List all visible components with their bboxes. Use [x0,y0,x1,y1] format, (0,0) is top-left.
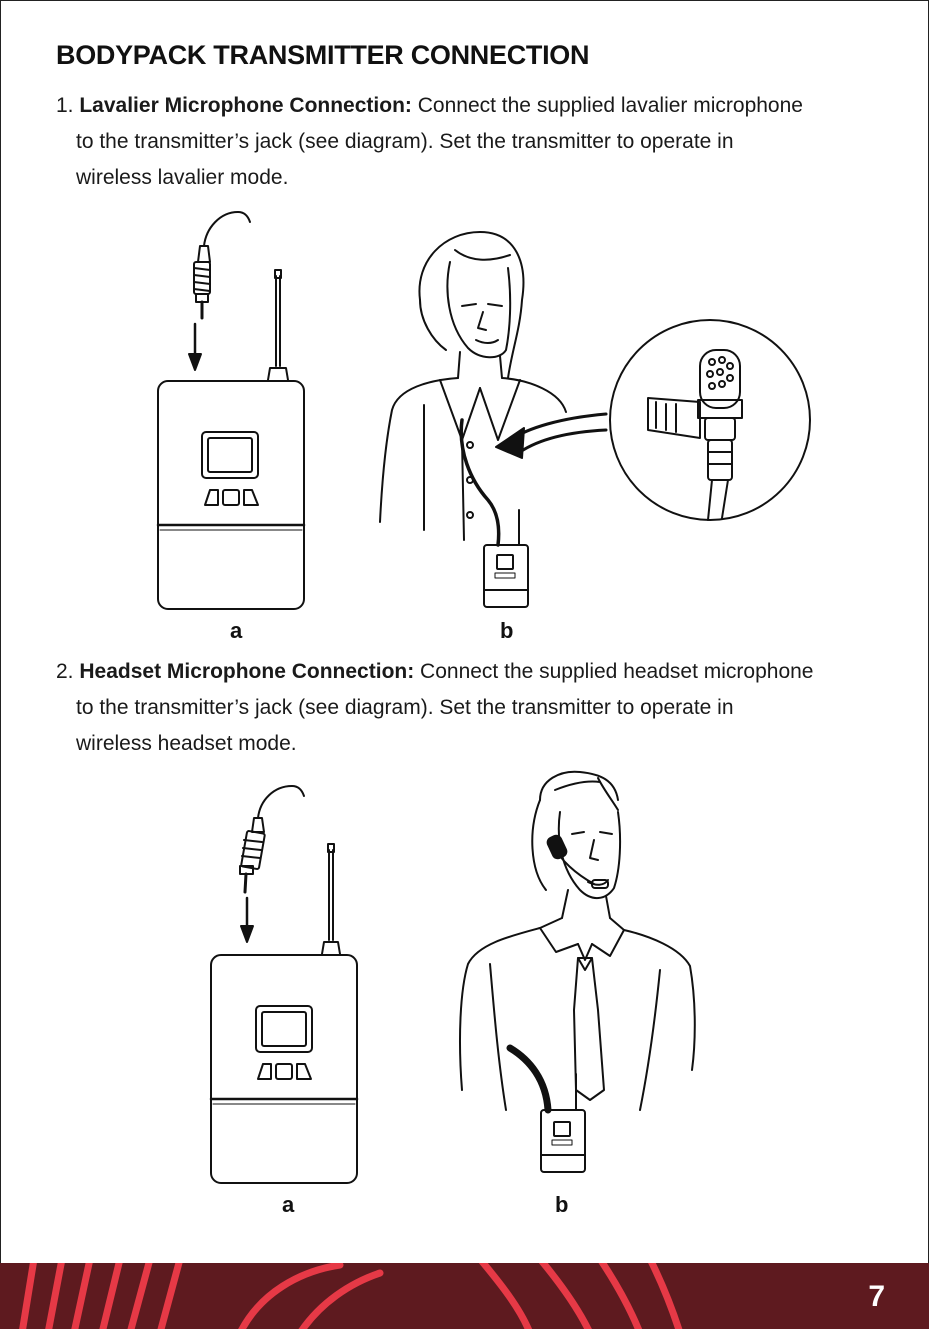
man-illustration [460,772,695,1110]
diagram-illustrations [0,0,929,1260]
transmitter-large-2 [211,844,357,1183]
insert-arrow-icon [189,324,201,370]
transmitter-large-1 [158,270,304,609]
transmitter-small-1 [484,510,528,607]
insert-arrow-icon-2 [241,898,253,942]
curved-pointer-arrow-icon [496,414,606,458]
headset-jack-plug-icon [240,786,304,892]
lavalier-cable [461,420,498,545]
label-2a: a [282,1192,294,1218]
label-2b: b [555,1192,568,1218]
footer-band [0,1263,929,1329]
footer-stripes-icon [0,1263,929,1329]
label-1b: b [500,618,513,644]
label-1a: a [230,618,242,644]
page-number: 7 [868,1280,885,1314]
headset-cable [510,1048,548,1110]
woman-illustration [380,232,566,540]
lavalier-jack-plug-icon [194,212,250,318]
headset-mic-icon [546,834,608,888]
lavalier-mic-closeup-icon [610,320,810,520]
